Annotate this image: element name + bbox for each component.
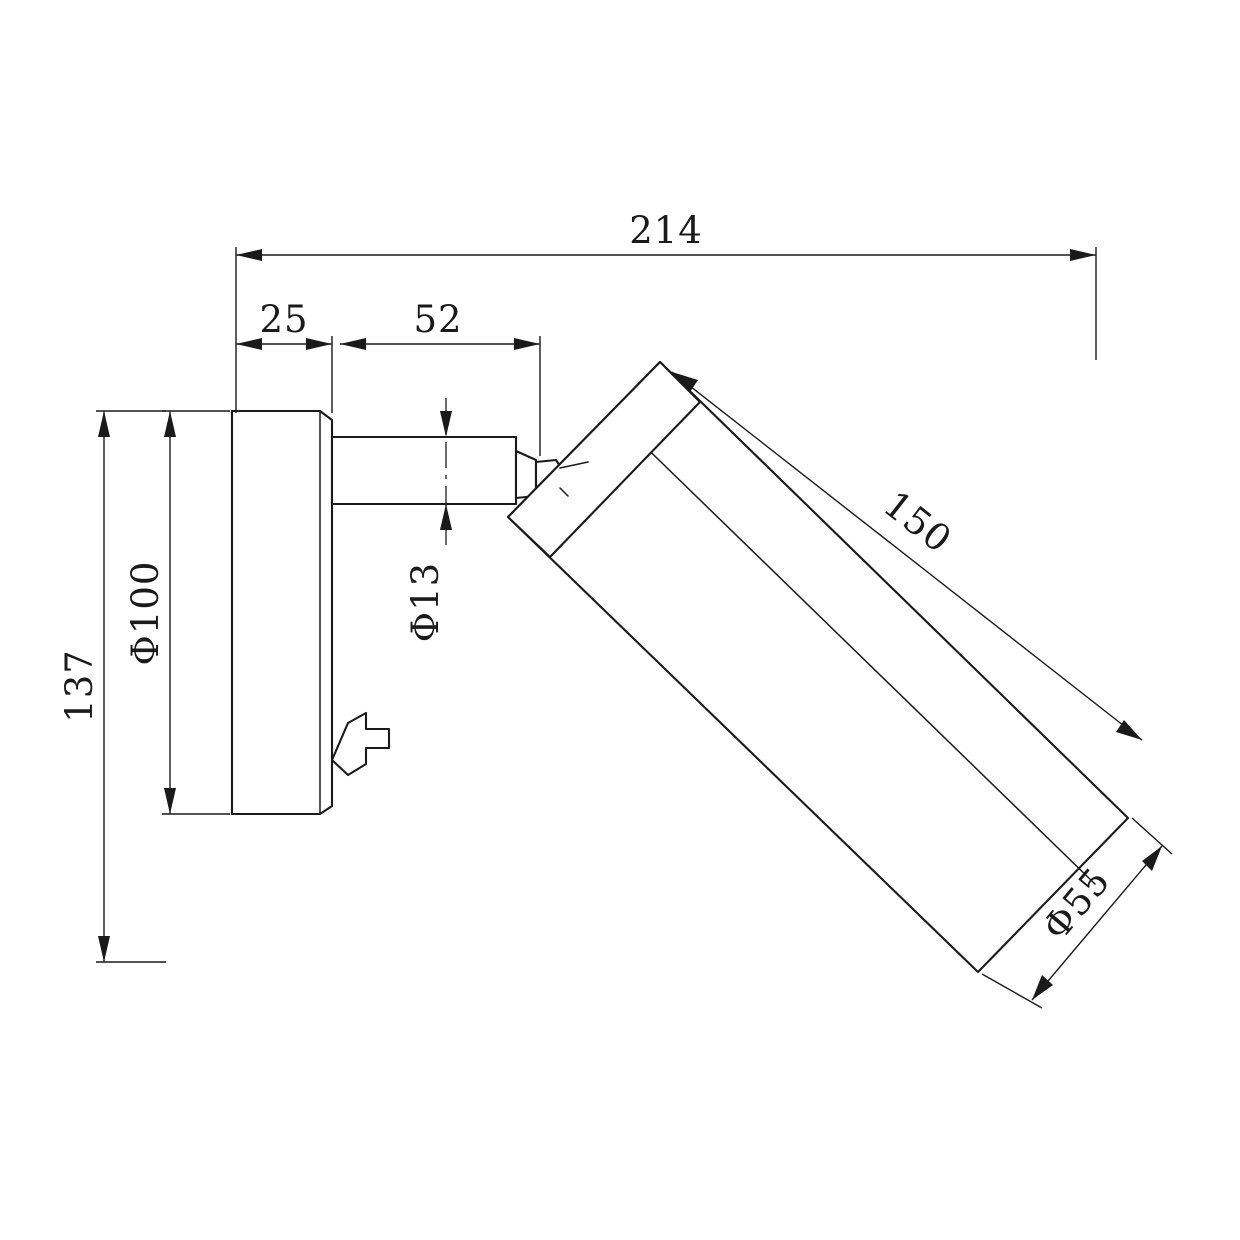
dim-label-phi100: Φ100 [124,561,167,666]
dim-label-150: 150 [875,483,959,562]
backplate-shape [230,409,334,816]
dimension-overall-length: 214 [235,209,1097,413]
switch-nub-shape [330,711,391,777]
dim-label-52: 52 [413,298,462,341]
dim-label-137: 137 [58,649,101,723]
dimension-overall-height: 137 [58,410,166,963]
dimension-arm-diameter: Φ13 [404,398,452,642]
dim-label-phi13: Φ13 [404,562,447,642]
dimension-arm-length: 52 [340,298,541,456]
dim-label-214: 214 [629,209,703,252]
dim-label-25: 25 [259,298,308,341]
dimension-backplate-depth: 25 [236,298,333,413]
dimension-backplate-diameter: Φ100 [124,410,230,815]
head-cylinder-shape [506,360,1130,974]
